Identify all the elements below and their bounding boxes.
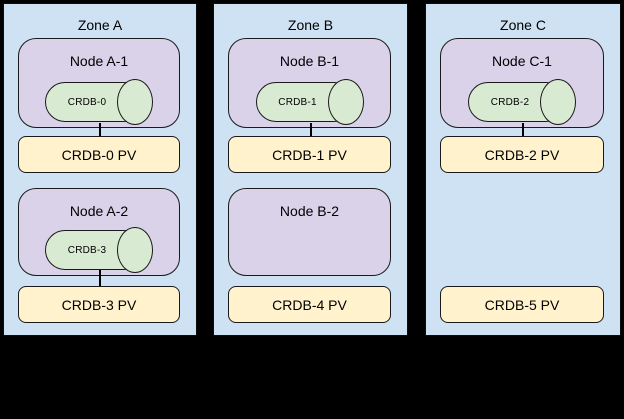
zone-a-title: Zone A [77, 17, 123, 33]
cylinder-cap [117, 79, 153, 125]
crdb-1-pv-label: CRDB-1 PV [272, 146, 347, 163]
crdb-0-pv-label: CRDB-0 PV [61, 146, 137, 163]
crdb-3-pod-cylinder-icon: CRDB-3 [45, 227, 153, 273]
connector-crdb0-to-pv [99, 123, 101, 137]
crdb-0-pod-cylinder-icon: CRDB-0 [45, 79, 153, 125]
node-a-1: Node A-1 CRDB-0 [18, 38, 180, 128]
crdb-4-pv: CRDB-4 PV [228, 286, 391, 323]
connector-crdb3-to-pv [99, 270, 101, 286]
crdb-1-pv: CRDB-1 PV [228, 136, 391, 173]
crdb-2-pod-label: CRDB-2 [490, 96, 530, 108]
crdb-3-pv-label: CRDB-3 PV [61, 296, 137, 313]
crdb-2-pod-cylinder-icon: CRDB-2 [468, 79, 576, 125]
crdb-2-pv-label: CRDB-2 PV [484, 146, 560, 163]
connector-crdb1-to-pv [309, 123, 312, 137]
zone-b: Zone B Node B-1 CRDB-1 CRDB-1 PV Node B-… [213, 3, 408, 336]
node-c-1-title: Node C-1 [492, 53, 552, 69]
crdb-0-pv: CRDB-0 PV [18, 136, 180, 173]
node-a-2: Node A-2 CRDB-3 [18, 188, 180, 276]
zone-c-title: Zone C [500, 17, 546, 33]
node-b-1: Node B-1 CRDB-1 [228, 38, 391, 128]
crdb-2-pv: CRDB-2 PV [440, 136, 604, 173]
node-c-1: Node C-1 CRDB-2 [440, 38, 604, 128]
node-a-1-title: Node A-1 [69, 53, 129, 69]
node-b-1-title: Node B-1 [279, 53, 340, 69]
crdb-1-pod-cylinder-icon: CRDB-1 [255, 79, 364, 125]
crdb-1-pod-label: CRDB-1 [278, 96, 317, 108]
node-b-2-title: Node B-2 [279, 203, 340, 219]
crdb-0-pod-label: CRDB-0 [67, 96, 107, 108]
crdb-4-pv-label: CRDB-4 PV [272, 296, 347, 313]
crdb-5-pv-label: CRDB-5 PV [484, 296, 560, 313]
zone-a: Zone A Node A-1 CRDB-0 CRDB-0 PV Node A-… [3, 3, 197, 336]
cylinder-cap [540, 79, 576, 125]
zone-b-title: Zone B [287, 17, 334, 33]
crdb-3-pv: CRDB-3 PV [18, 286, 180, 323]
cylinder-cap [327, 79, 364, 125]
crdb-3-pod-label: CRDB-3 [67, 244, 107, 256]
crdb-5-pv: CRDB-5 PV [440, 286, 604, 323]
cylinder-cap [117, 227, 153, 273]
connector-crdb2-to-pv [522, 123, 524, 137]
zone-c: Zone C Node C-1 CRDB-2 CRDB-2 PV CRDB-5 … [425, 3, 621, 336]
node-a-2-title: Node A-2 [69, 203, 129, 219]
node-b-2: Node B-2 [228, 188, 391, 276]
